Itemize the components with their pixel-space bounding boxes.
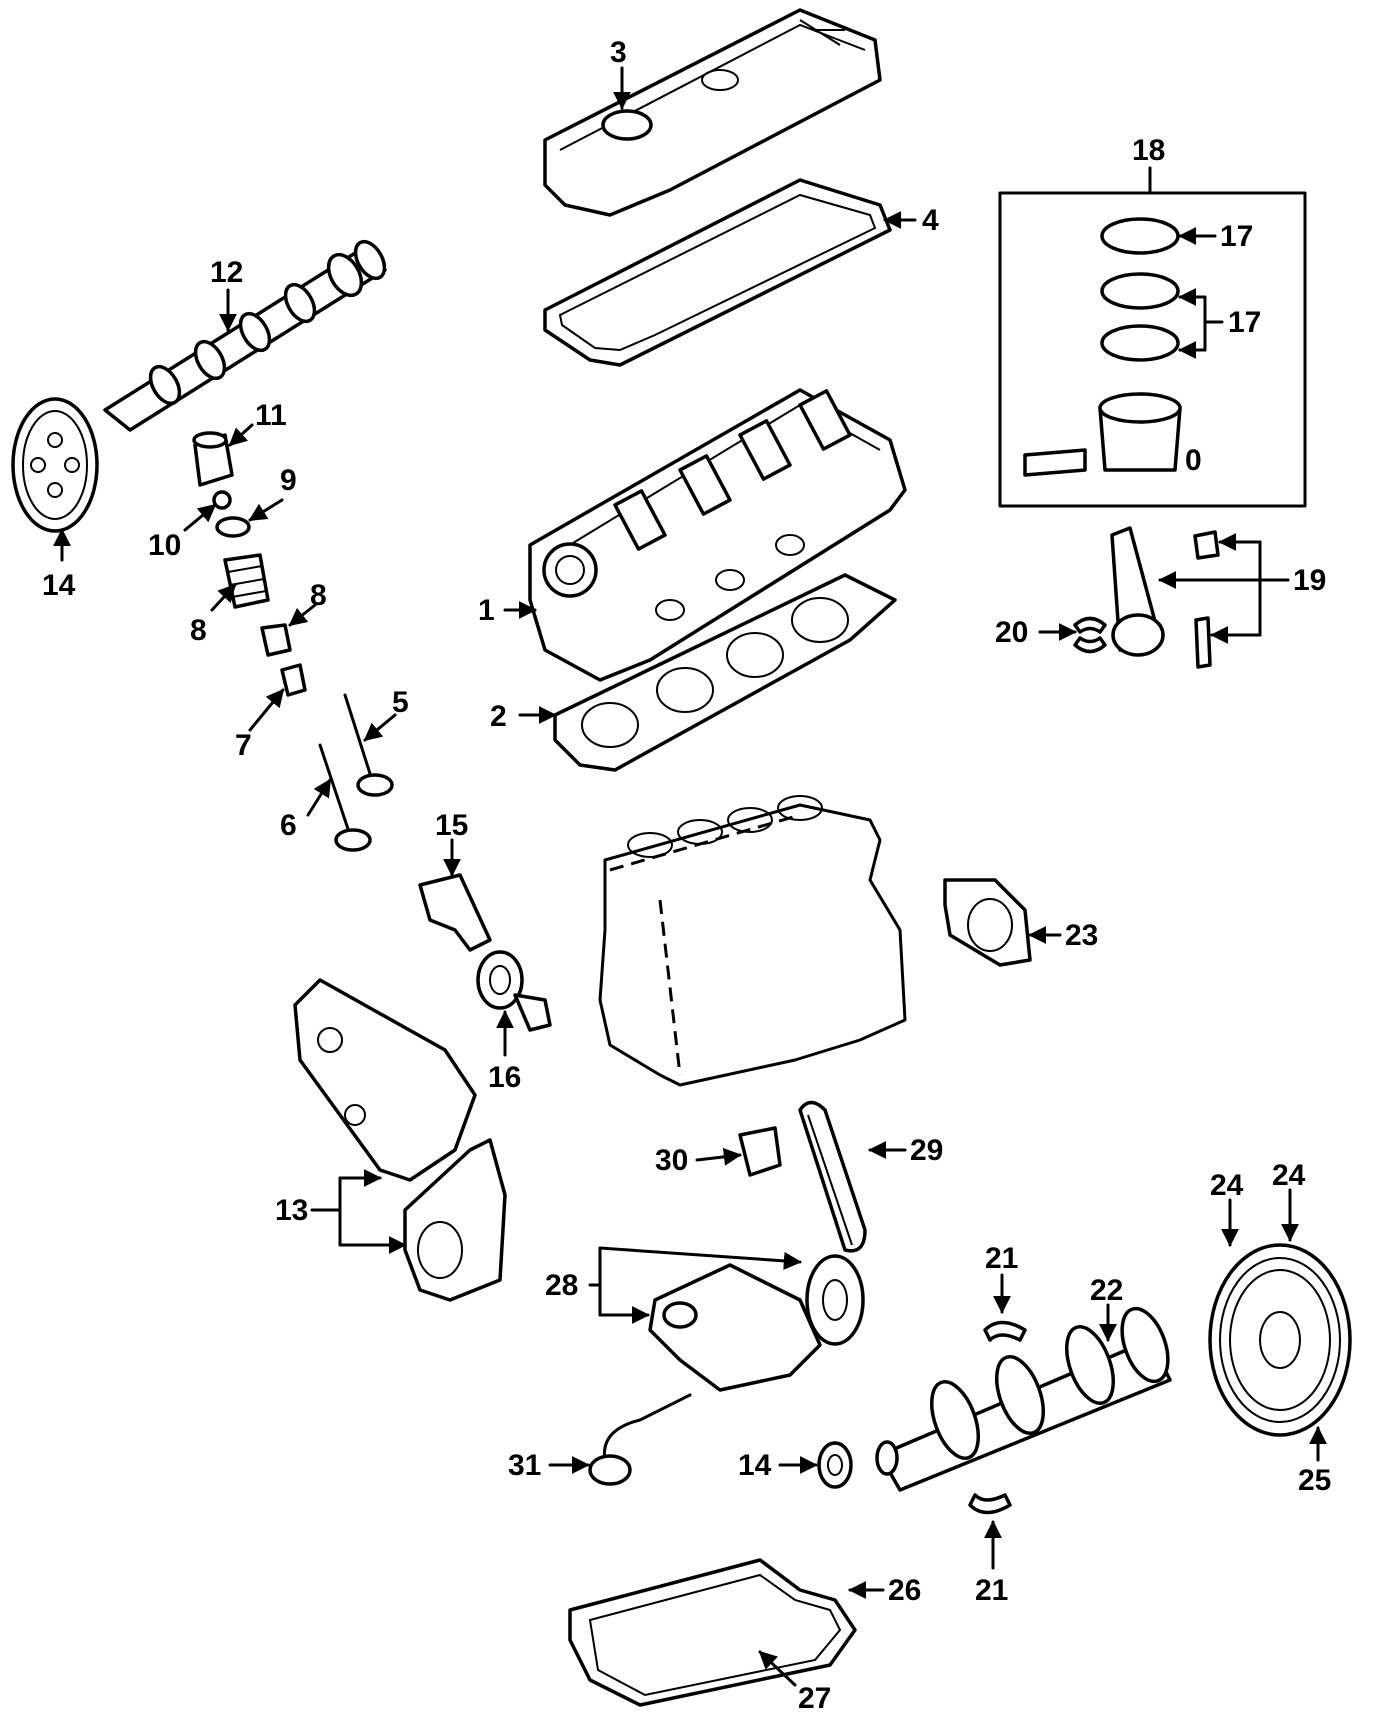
callout-21-upper: 21 [985,1242,1018,1275]
oil-pickup-tube [588,1393,692,1486]
callout-14-upper: 14 [42,569,76,602]
callout-17-bracket: 17 [1228,306,1261,339]
connecting-rod [1110,526,1220,669]
camshaft [103,239,387,432]
oil-pump [648,1254,865,1392]
callout-3: 3 [610,36,627,69]
callout-23: 23 [1065,919,1098,952]
callout-7: 7 [235,729,252,762]
rod-bearing [1073,616,1107,654]
callout-17-top: 17 [1220,220,1253,253]
piston-kit-box [998,191,1307,508]
valve-keeper [212,490,232,510]
valve-cover [543,8,882,217]
callout-12: 12 [210,256,243,289]
callout-29: 29 [910,1134,943,1167]
callout-18: 18 [1132,134,1165,167]
piston-ring-oil [1100,324,1180,362]
callout-6: 6 [280,809,297,842]
callout-8-left: 8 [190,614,207,647]
engine-block-outline [598,795,907,1087]
callout-14-lower: 14 [738,1449,772,1482]
intake-valve [343,693,394,797]
head-gasket [553,573,897,772]
callout-20: 20 [995,616,1028,649]
callout-30: 30 [655,1144,688,1177]
callout-13: 13 [275,1194,308,1227]
chain-tensioner [738,1126,782,1177]
callout-31: 31 [508,1449,541,1482]
piston-mark: 0 [1185,444,1202,477]
callout-1: 1 [478,594,495,627]
crankshaft-sprocket [817,1441,853,1489]
callout-27: 27 [798,1682,831,1714]
piston-ring-middle [1100,272,1180,310]
crankshaft-pulley [1208,1243,1352,1437]
callout-25: 25 [1298,1464,1331,1497]
callout-22: 22 [1090,1274,1123,1307]
valve-guide [280,663,307,697]
callout-15: 15 [435,809,468,842]
valve-spring [223,553,270,609]
piston: 0 [1023,392,1202,477]
rear-seal-housing [943,878,1032,967]
valve-seal [260,623,292,657]
callout-24-right: 24 [1272,1159,1306,1192]
callout-11: 11 [255,399,287,432]
callout-5: 5 [392,686,409,719]
main-bearing-lower [968,1493,1012,1515]
spring-retainer [215,516,251,538]
crankshaft [875,1306,1172,1492]
callout-2: 2 [490,700,507,733]
timing-cover-upper [293,978,477,1182]
callout-19: 19 [1293,564,1326,597]
callout-26: 26 [888,1574,921,1607]
callout-9: 9 [280,464,297,497]
callout-24-left: 24 [1210,1169,1244,1202]
belt-tensioner [476,950,552,1032]
timing-chain [798,1100,867,1253]
callout-10: 10 [148,529,181,562]
leader-lines [53,66,1327,1687]
timing-cover-lower [403,1138,507,1302]
piston-ring-top [1100,217,1180,255]
valve-lifter [192,431,234,487]
callout-21-lower: 21 [975,1574,1008,1607]
main-bearing-upper [983,1320,1027,1342]
callout-4: 4 [922,204,939,237]
callout-labels: 3 4 12 11 9 10 14 8 8 7 5 6 1 2 18 17 17… [42,36,1331,1714]
cylinder-head [528,388,907,682]
timing-belt [418,873,492,952]
oil-pan [568,1558,857,1707]
camshaft-sprocket [11,397,99,533]
callout-28: 28 [545,1269,578,1302]
valve-cover-gasket [543,178,892,367]
callout-8-right: 8 [310,579,327,612]
exhaust-valve [318,743,372,852]
callout-16: 16 [488,1061,521,1094]
